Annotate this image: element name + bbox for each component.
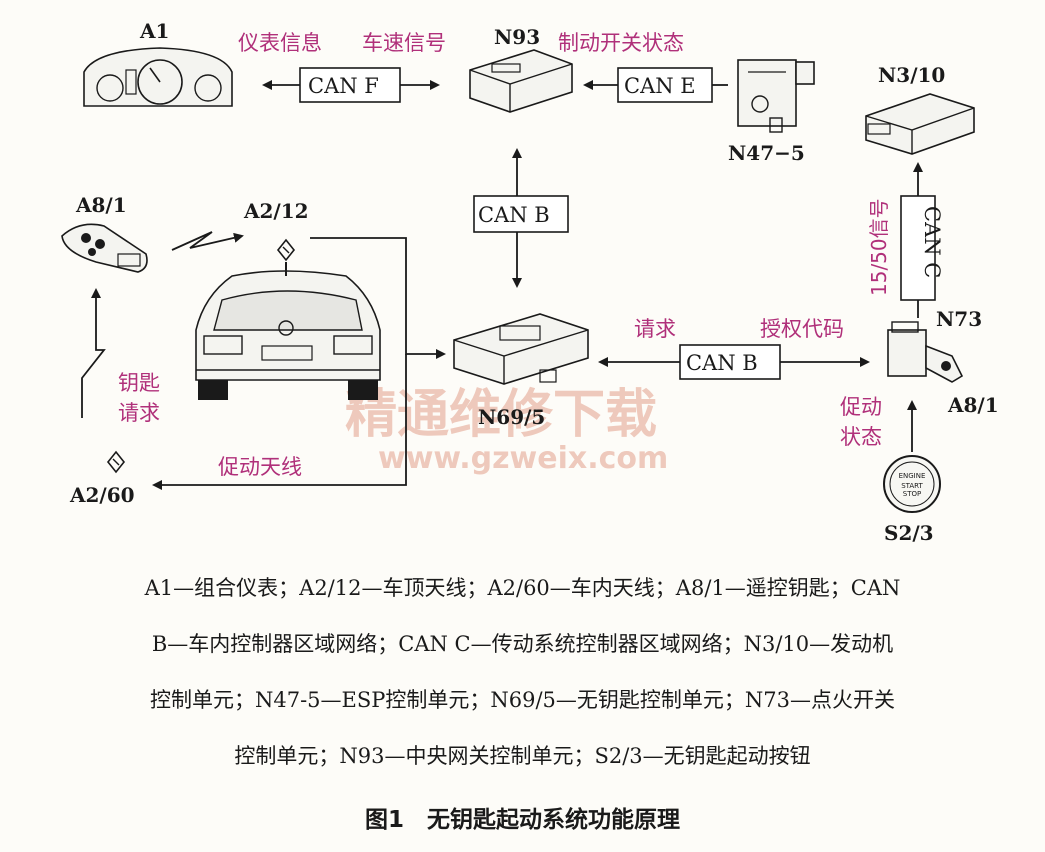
label-n3-10: N3/10	[878, 63, 945, 87]
label-s2-3: S2/3	[884, 521, 934, 545]
signal-brake-switch: 制动开关状态	[558, 31, 684, 55]
button-text-engine: ENGINE	[899, 472, 926, 480]
can-b-horizontal-box	[679, 344, 781, 380]
caption-line-2: B—车内控制器区域网络；CAN C—传动系统控制器区域网络；N3/10—发动机	[151, 632, 894, 656]
button-text-start: START	[901, 482, 923, 490]
can-f-box	[299, 67, 401, 103]
can-b-vertical-box	[473, 195, 569, 233]
keyless-start-diagram: 精通维修下载 www.gzweix.com A1 CAN F 仪表信息 车速信号…	[61, 19, 999, 545]
label-a8-1-key: A8/1	[75, 193, 127, 217]
caption-line-3: 控制单元；N47-5—ESP控制单元；N69/5—无钥匙控制单元；N73—点火开…	[149, 688, 896, 712]
can-e-label: CAN E	[624, 74, 696, 98]
instrument-cluster-icon	[83, 47, 233, 107]
label-a2-12: A2/12	[243, 199, 309, 223]
can-b-horizontal-label: CAN B	[686, 351, 758, 375]
roof-antenna-icon	[276, 238, 296, 262]
gateway-module-icon	[469, 49, 573, 113]
ignition-switch-icon	[887, 321, 964, 383]
signal-request: 请求	[634, 317, 676, 341]
signal-instrument-info: 仪表信息	[238, 31, 322, 55]
signal-start-status-2: 状态	[840, 425, 882, 449]
signal-start-status-1: 促动	[840, 395, 882, 419]
label-n73: N73	[936, 307, 982, 331]
label-a2-60: A2/60	[69, 483, 135, 507]
label-a8-1-right: A8/1	[947, 393, 999, 417]
label-a1: A1	[139, 19, 169, 43]
label-n93: N93	[494, 25, 540, 49]
watermark-cn: 精通维修下载	[345, 385, 657, 445]
signal-key-request-2: 请求	[118, 401, 160, 425]
signal-key-request-1: 钥匙	[118, 371, 160, 395]
watermark-url: www.gzweix.com	[378, 441, 668, 476]
signal-activate-antenna: 促动天线	[218, 455, 302, 479]
can-b-vertical-label: CAN B	[478, 203, 550, 227]
engine-control-unit-icon	[865, 93, 975, 155]
figure-caption: A1—组合仪表；A2/12—车顶天线；A2/60—车内天线；A8/1—遥控钥匙；…	[20, 560, 1025, 784]
signal-auth-code: 授权代码	[760, 317, 844, 341]
caption-line-1: A1—组合仪表；A2/12—车顶天线；A2/60—车内天线；A8/1—遥控钥匙；…	[144, 576, 901, 600]
start-stop-button-icon: ENGINE START STOP	[883, 455, 941, 513]
can-c-label: CAN C	[920, 206, 944, 278]
interior-antenna-icon	[106, 450, 126, 474]
esp-unit-icon	[737, 59, 815, 133]
keyless-control-unit-icon	[453, 313, 589, 385]
label-n69-5: N69/5	[478, 405, 545, 429]
can-e-box	[617, 67, 713, 103]
signal-15-50: 15/50信号	[867, 198, 891, 296]
signal-speed: 车速信号	[362, 31, 446, 55]
button-text-stop: STOP	[903, 490, 921, 498]
can-c-box	[900, 195, 936, 301]
figure-title: 图1 无钥匙起动系统功能原理	[364, 807, 680, 833]
can-f-label: CAN F	[308, 74, 379, 98]
car-rear-icon	[195, 262, 381, 400]
label-n47-5: N47−5	[728, 141, 805, 165]
remote-key-icon	[61, 223, 148, 273]
caption-line-4: 控制单元；N93—中央网关控制单元；S2/3—无钥匙起动按钮	[234, 744, 811, 768]
